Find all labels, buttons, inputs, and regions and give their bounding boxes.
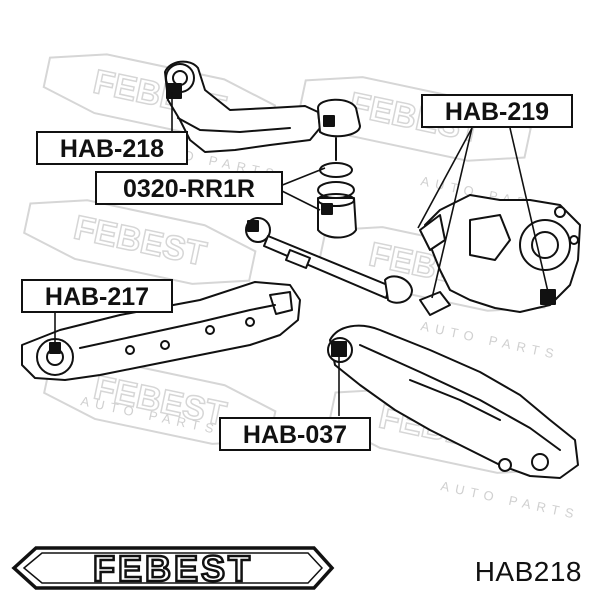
callout-label: HAB-217 <box>45 283 149 311</box>
upper-control-arm <box>164 60 321 153</box>
logo-text: FEBEST <box>93 548 253 589</box>
febest-logo: FEBEST <box>11 546 335 590</box>
watermark-tagline: AUTO PARTS <box>439 478 581 522</box>
callout-label: HAB-219 <box>445 98 549 126</box>
watermark-text: FEBEST <box>70 209 209 274</box>
callout-label: HAB-037 <box>243 421 347 449</box>
callout-0320-rr1r: 0320-RR1R <box>95 171 283 205</box>
leader-0320-rr1r-b <box>279 189 321 211</box>
leader-0320-rr1r-a <box>279 167 326 187</box>
part-number: HAB218 <box>474 556 582 587</box>
callout-label: 0320-RR1R <box>123 175 255 203</box>
callout-hab-037: HAB-037 <box>219 417 371 451</box>
callout-hab-218: HAB-218 <box>36 131 188 165</box>
knuckle-hub-carrier <box>419 194 581 316</box>
leader-hab-219-c <box>509 127 549 293</box>
lower-control-arm-bushing <box>331 341 347 357</box>
callout-label: HAB-218 <box>60 135 164 163</box>
knuckle-bushing <box>540 289 556 305</box>
leader-hab-219-b <box>431 127 473 299</box>
lateral-link <box>245 217 413 304</box>
callout-hab-219: HAB-219 <box>421 94 573 128</box>
shock-mount-assembly <box>317 162 357 239</box>
leader-lines <box>54 92 549 416</box>
upper-control-arm-bushing <box>166 83 182 99</box>
ball-joint <box>317 98 361 161</box>
leader-hab-219-a <box>417 127 473 229</box>
callout-hab-217: HAB-217 <box>21 279 173 313</box>
